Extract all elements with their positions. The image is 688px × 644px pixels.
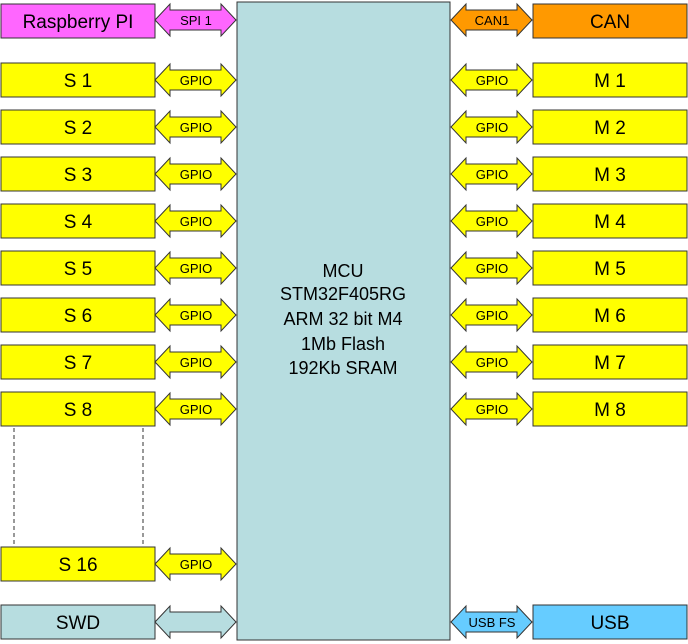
servo-row-6: S 6 GPIO	[0, 297, 237, 333]
mcu-line-3: ARM 32 bit M4	[283, 309, 402, 329]
raspberry-pi-label: Raspberry PI	[23, 12, 134, 33]
motor-label: M 7	[594, 353, 626, 374]
motor-row-5: GPIO M 5	[450, 250, 688, 286]
can-box	[532, 3, 688, 39]
motor-label: M 6	[594, 306, 626, 327]
usb-link-label: USB FS	[469, 615, 516, 630]
motor-label: M 2	[594, 118, 626, 139]
motor-label: M 8	[594, 400, 626, 421]
servo-label: S 8	[64, 400, 93, 421]
servo-row-16: S 16 GPIO	[0, 546, 237, 582]
servo-gpio-label: GPIO	[180, 167, 213, 182]
servo-gpio-label: GPIO	[180, 308, 213, 323]
servo-label: S 1	[64, 71, 93, 92]
usb-label: USB	[590, 613, 629, 634]
usb-box	[532, 604, 688, 640]
can-label: CAN	[590, 12, 630, 33]
motor-gpio-label: GPIO	[476, 261, 509, 276]
mcu-block	[236, 1, 451, 641]
mcu-line-2: STM32F405RG	[280, 284, 406, 304]
can-arrow: CAN1	[450, 2, 533, 38]
servo-gpio-label: GPIO	[180, 557, 213, 572]
mcu-line-5: 192Kb SRAM	[288, 358, 397, 378]
mcu-line-1: MCU	[323, 261, 364, 281]
servo-row-8: S 8 GPIO	[0, 391, 237, 427]
motor-label: M 1	[594, 71, 626, 92]
servo-label: S 4	[64, 212, 93, 233]
motor-label: M 3	[594, 165, 626, 186]
servo-gpio-label: GPIO	[180, 73, 213, 88]
spi-arrow: SPI 1	[154, 2, 237, 38]
motor-gpio-label: GPIO	[476, 120, 509, 135]
servo-row-7: S 7 GPIO	[0, 344, 237, 380]
servo-row-3: S 3 GPIO	[0, 156, 237, 192]
swd-label: SWD	[56, 613, 100, 634]
usb-arrow: USB FS	[450, 604, 533, 640]
servo-label: S 5	[64, 259, 93, 280]
can-link-label: CAN1	[475, 13, 510, 28]
motor-gpio-label: GPIO	[476, 402, 509, 417]
servo-label: S 16	[58, 555, 97, 576]
motor-row-1: GPIO M 1	[450, 62, 688, 98]
servo-label: S 7	[64, 353, 93, 374]
servo-row-4: S 4 GPIO	[0, 203, 237, 239]
servo-gpio-label: GPIO	[180, 261, 213, 276]
motor-gpio-label: GPIO	[476, 214, 509, 229]
motor-gpio-label: GPIO	[476, 167, 509, 182]
mcu-line-4: 1Mb Flash	[301, 334, 385, 354]
servo-gpio-label: GPIO	[180, 214, 213, 229]
motor-gpio-label: GPIO	[476, 308, 509, 323]
spi-label: SPI 1	[180, 13, 212, 28]
motor-row-2: GPIO M 2	[450, 109, 688, 145]
servo-gpio-label: GPIO	[180, 355, 213, 370]
servo-row-1: S 1 GPIO	[0, 62, 237, 98]
servo-row-5: S 5 GPIO	[0, 250, 237, 286]
servo-label: S 3	[64, 165, 93, 186]
servo-label: S 6	[64, 306, 93, 327]
motor-label: M 4	[594, 212, 626, 233]
motor-label: M 5	[594, 259, 626, 280]
motor-gpio-label: GPIO	[476, 73, 509, 88]
servo-gpio-label: GPIO	[180, 120, 213, 135]
motor-row-4: GPIO M 4	[450, 203, 688, 239]
servo-gpio-label: GPIO	[180, 402, 213, 417]
servo-row-2: S 2 GPIO	[0, 109, 237, 145]
motor-row-6: GPIO M 6	[450, 297, 688, 333]
swd-arrow	[154, 604, 237, 640]
motor-row-8: GPIO M 8	[450, 391, 688, 427]
motor-row-7: GPIO M 7	[450, 344, 688, 380]
servo-label: S 2	[64, 118, 93, 139]
motor-row-3: GPIO M 3	[450, 156, 688, 192]
motor-gpio-label: GPIO	[476, 355, 509, 370]
raspberry-pi-box	[0, 3, 156, 39]
